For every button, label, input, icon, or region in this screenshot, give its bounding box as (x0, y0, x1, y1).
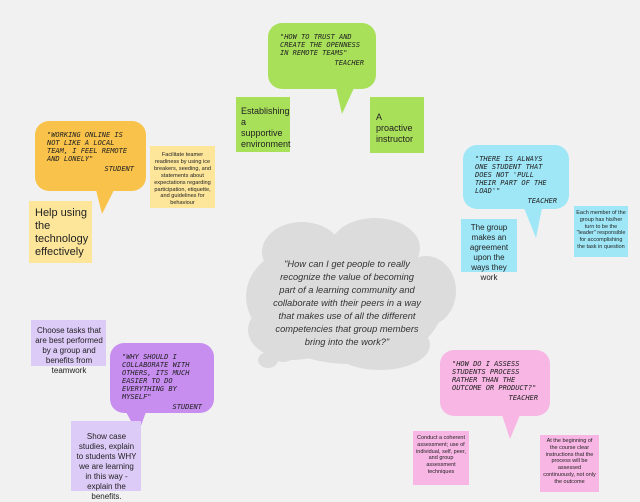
bubble-quote: "There is always one student that does n… (475, 155, 547, 195)
bubble-quote: "Why should I collaborate with others, i… (122, 353, 190, 401)
note-proactive-instructor: A proactive instructor (370, 97, 424, 153)
note-facilitate-readiness: Facilitate teamer readiness by using ice… (150, 146, 215, 208)
note-case-studies: Show case studies, explain to students W… (71, 421, 141, 501)
note-supportive-environment: Establishing a supportive environment (236, 97, 291, 152)
speech-bubble-trust: "How to trust and create the openness in… (268, 23, 376, 89)
note-help-technology: Help using the technology effectively (29, 201, 92, 263)
note-choose-tasks: Choose tasks that are best performed by … (31, 320, 106, 375)
note-coherent-assessment: Conduct a coherent assessment; use of in… (413, 431, 469, 485)
bubble-role: Teacher (527, 197, 557, 205)
bubble-quote: "How do I assess students process rather… (452, 360, 537, 392)
bubble-role: Teacher (334, 59, 364, 67)
note-course-beginning: At the beginning of the course clear ins… (540, 435, 599, 492)
bubble-tail (336, 88, 354, 114)
bubble-role: Teacher (508, 394, 538, 402)
bubble-quote: "Working online is not like a local team… (47, 131, 128, 163)
speech-bubble-one-student: "There is always one student that does n… (463, 145, 569, 209)
central-question: "How can I get people to really recogniz… (273, 259, 421, 347)
bubble-tail (96, 190, 114, 214)
speech-bubble-assess: "How do I assess students process rather… (440, 350, 550, 416)
note-group-agreement: The group makes an agreement upon the wa… (461, 219, 517, 282)
speech-bubble-online: "Working online is not like a local team… (35, 121, 146, 191)
bubble-role: Student (104, 165, 134, 173)
bubble-quote: "How to trust and create the openness in… (280, 33, 361, 57)
bubble-tail (502, 415, 520, 439)
bubble-tail (524, 208, 542, 238)
bubble-role: Student (172, 403, 202, 411)
note-leader-turn: Each member of the group has his/her tur… (574, 206, 628, 257)
speech-bubble-collaborate: "Why should I collaborate with others, i… (110, 343, 214, 413)
